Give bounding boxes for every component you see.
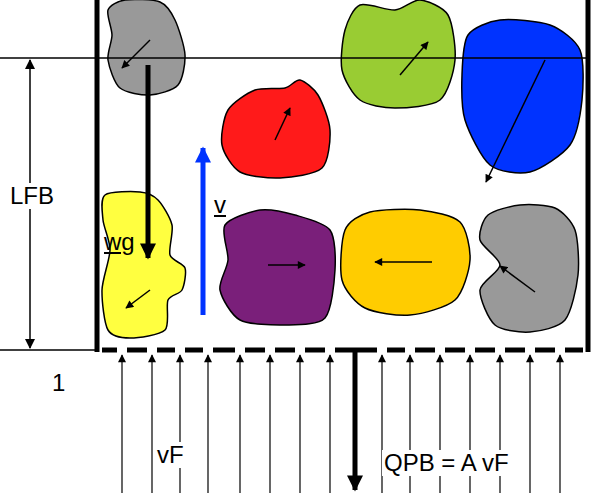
particle [220, 210, 335, 325]
distributor-plate [127, 348, 147, 353]
distributor-plate [505, 348, 525, 353]
distributor-plate [102, 348, 117, 353]
particle-velocity-arrow [275, 108, 290, 140]
distributor-plate [305, 348, 325, 353]
gas-inflow-arrow [299, 355, 300, 493]
gas-inflow-arrow [151, 355, 152, 493]
particle [462, 20, 583, 173]
particle-velocity-arrow [486, 60, 545, 182]
distributor-plate [445, 348, 465, 353]
gas-inflow-arrow [121, 355, 122, 493]
particle [480, 205, 579, 333]
particle [341, 0, 455, 108]
particle-velocity-arrow [500, 266, 535, 292]
distributor-plate [387, 348, 405, 353]
particle-velocity-arrow [375, 261, 432, 263]
particle [341, 209, 470, 315]
distributor-plate [245, 348, 265, 353]
gas-inflow-arrow [529, 355, 530, 493]
section-number: 1 [52, 370, 65, 396]
gas-inflow-arrow [269, 355, 270, 493]
gas-inflow-arrow [559, 355, 560, 493]
distributor-plate [185, 348, 203, 353]
flow-rate-label: QPB = A vF [382, 450, 511, 476]
velocity-label: v [214, 192, 226, 218]
particle-velocity-arrow [268, 264, 305, 266]
distributor-plate [565, 348, 583, 353]
gas-velocity-arrow [201, 148, 206, 315]
distributor-plate [213, 348, 235, 353]
distributor-plate [535, 348, 555, 353]
fluid-velocity-label: vF [155, 442, 186, 468]
particle-velocity-arrow [126, 290, 150, 308]
particle-velocity-arrow [122, 40, 150, 68]
settling-velocity-label: wg [104, 229, 135, 255]
distributor-plate [157, 348, 175, 353]
left-wall [95, 0, 100, 352]
solids-outflow-arrow [353, 350, 358, 490]
gas-inflow-arrow [179, 355, 180, 493]
distributor-plate [475, 348, 495, 353]
bed-top-line [0, 57, 588, 59]
gas-inflow-arrow [239, 355, 240, 493]
distributor-plate [275, 348, 295, 353]
reference-line [0, 349, 97, 351]
particle [102, 192, 186, 338]
distributor-plate [415, 348, 435, 353]
particle [222, 80, 331, 178]
bed-height-label: LFB [8, 183, 56, 209]
gas-inflow-arrow [207, 355, 208, 493]
right-wall [586, 0, 591, 352]
gas-inflow-arrow [329, 355, 330, 493]
settling-velocity-arrow [146, 65, 151, 258]
